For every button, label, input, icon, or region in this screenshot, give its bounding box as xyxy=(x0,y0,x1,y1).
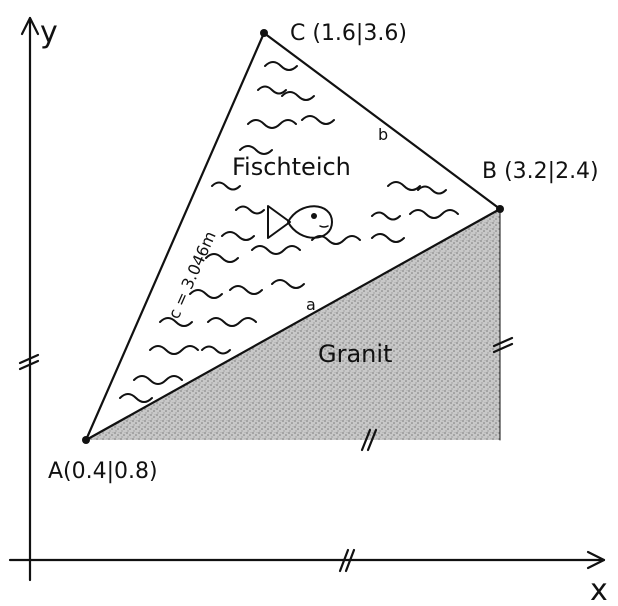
granite-label: Granit xyxy=(318,340,392,368)
point-c-dot xyxy=(260,29,268,37)
point-b-label: B (3.2|2.4) xyxy=(482,159,599,184)
side-c-line xyxy=(84,31,266,442)
pond-label: Fischteich xyxy=(232,153,351,181)
x-axis xyxy=(8,550,606,570)
y-axis xyxy=(20,16,40,582)
tick-marks xyxy=(18,336,514,573)
side-b-label: b xyxy=(378,125,388,144)
point-a-dot xyxy=(82,436,90,444)
x-axis-label: x xyxy=(590,573,608,606)
y-axis-label: y xyxy=(40,15,58,50)
point-b-dot xyxy=(496,205,504,213)
pond-waves xyxy=(119,61,459,403)
side-b-line xyxy=(262,31,502,211)
side-a-line xyxy=(84,207,502,442)
point-c-label: C (1.6|3.6) xyxy=(290,21,407,46)
point-a-label: A(0.4|0.8) xyxy=(48,459,158,484)
fish-icon xyxy=(267,205,333,239)
triangle-abc xyxy=(84,31,502,442)
side-a-label: a xyxy=(306,295,316,314)
